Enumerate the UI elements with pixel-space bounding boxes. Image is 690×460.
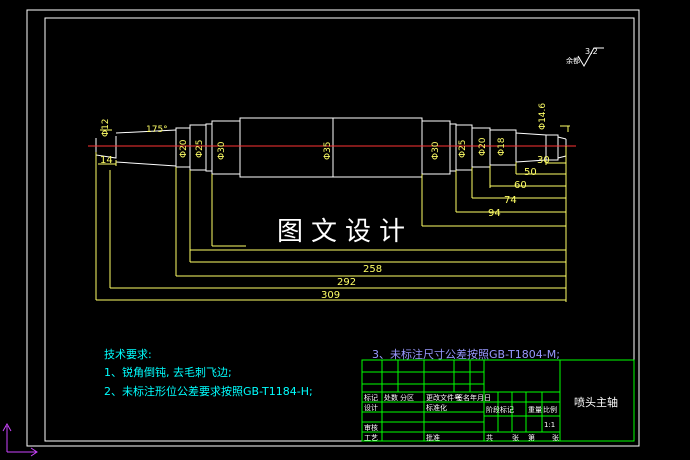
tb-standardize: 标准化 (426, 403, 447, 412)
dim-len-30: 30 (537, 155, 550, 166)
tb-scale: 1:1 (544, 421, 555, 429)
right-length-dimensions (421, 160, 566, 227)
tb-zone: 分区 (400, 393, 414, 402)
dim-d35: Φ35 (323, 141, 333, 160)
dim-d18: Φ18 (497, 137, 507, 156)
dim-len-258: 258 (363, 264, 382, 275)
tb-weight: 重量 (528, 406, 542, 414)
diameter-labels: Φ12 Φ20 Φ25 Φ30 Φ35 Φ30 Φ25 Φ20 Φ18 Φ14.… (101, 103, 548, 160)
part-name: 喷头主轴 (574, 395, 618, 409)
tb-date: 年月日 (470, 393, 491, 402)
tb-signature: 签名 (456, 393, 470, 402)
inner-frame (44, 17, 635, 442)
note-line-2: 2、未标注形位公差要求按照GB-T1184-H; (104, 384, 313, 398)
dim-len-292: 292 (337, 277, 356, 288)
dim-len-94: 94 (488, 208, 501, 219)
dim-d12: Φ12 (101, 118, 111, 137)
dim-d25-right: Φ25 (458, 139, 468, 158)
title-block (361, 359, 635, 442)
dim-len-60: 60 (514, 180, 527, 191)
tb-sheet-no: 第 (528, 433, 535, 442)
dim-d20-right: Φ20 (478, 137, 488, 156)
tb-review: 审核 (364, 423, 378, 432)
tb-design: 设计 (364, 403, 378, 412)
title-block-labels: 标记 处数 分区 更改文件号 签名 年月日 设计 标准化 阶段标记 重量 比例 … (364, 393, 559, 442)
tb-process: 工艺 (364, 434, 378, 442)
tb-sheet: 张 (512, 433, 519, 442)
ucs-icon (2, 422, 38, 457)
dim-d30-right: Φ30 (431, 141, 441, 160)
diameter-leaders (100, 125, 570, 132)
dim-d30-left: Φ30 (217, 141, 227, 160)
dim-taper: 175° (146, 125, 168, 135)
technical-notes: 技术要求: 1、锐角倒钝, 去毛刺飞边; 2、未标注形位公差要求按照GB-T11… (104, 347, 560, 398)
notes-title: 技术要求: (104, 348, 152, 361)
left-length-dimensions (95, 146, 567, 302)
tb-approve: 批准 (426, 433, 440, 442)
dim-d14-6: Φ14.6 (538, 103, 548, 130)
tb-change-doc: 更改文件号 (426, 393, 461, 402)
tb-marks: 标记 (364, 393, 378, 402)
outer-frame (26, 9, 640, 447)
surface-finish-value: 3.2 (585, 47, 598, 56)
dim-len-50: 50 (524, 167, 537, 178)
dim-len-309: 309 (321, 290, 340, 301)
tb-sheet-of: 张 (552, 433, 559, 442)
length-labels: 14 30 50 60 74 94 258 292 309 (100, 155, 550, 301)
watermark: 图文设计 (276, 217, 413, 247)
tb-ratio: 比例 (543, 405, 557, 414)
tb-count: 处数 (384, 393, 398, 402)
shaft-outline (95, 117, 567, 178)
dim-len-74: 74 (504, 195, 517, 206)
surface-finish-symbol: 余都 3.2 (566, 47, 604, 67)
tb-sheets-total: 共 (486, 433, 493, 442)
note-line-1: 1、锐角倒钝, 去毛刺飞边; (104, 365, 232, 379)
tb-stage-mark: 阶段标记 (486, 405, 514, 414)
surface-finish-label: 余都 (566, 56, 580, 65)
dim-len-14: 14 (100, 155, 113, 166)
dim-d20-left: Φ20 (179, 139, 189, 158)
note-line-3: 3、未标注尺寸公差按照GB-T1804-M; (372, 347, 560, 361)
dim-d25-left: Φ25 (195, 139, 205, 158)
